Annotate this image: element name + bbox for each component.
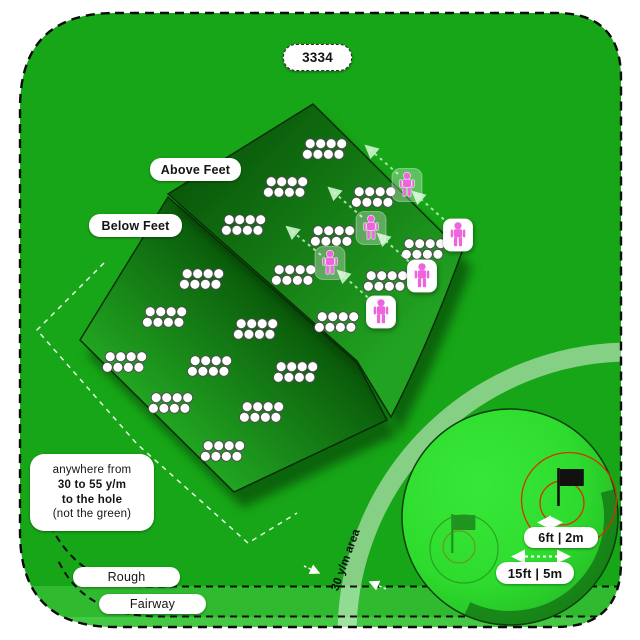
golf-ball-cluster (147, 392, 194, 414)
golf-ball-cluster (199, 440, 246, 462)
movement-arrow (336, 269, 374, 303)
golf-ball-cluster (101, 351, 148, 373)
golf-ball-cluster (272, 361, 319, 383)
person-icon (399, 171, 415, 197)
movement-arrow (376, 232, 415, 267)
fairway-label: Fairway (99, 594, 206, 614)
golf-ball-cluster (362, 270, 409, 292)
movement-arrow (411, 190, 450, 225)
golf-ball-cluster (178, 268, 225, 290)
person-icon (414, 263, 430, 288)
score-badge: 3334 (283, 44, 352, 71)
practice-green (401, 408, 619, 626)
person-icon (373, 299, 389, 324)
rough-label: Rough (73, 567, 180, 587)
inner-radius-label: 6ft | 2m (524, 527, 598, 548)
person-icon (363, 214, 379, 240)
above-feet-label: Above Feet (150, 158, 241, 181)
below-feet-label: Below Feet (89, 214, 182, 237)
golf-ball-cluster (232, 318, 279, 340)
outer-radius-label: 15ft | 5m (496, 562, 574, 584)
ghost-target (429, 514, 499, 584)
ghost-inner-radius-circle (442, 530, 476, 564)
ghost-player-marker (391, 168, 423, 202)
movement-arrow (364, 144, 399, 175)
ghost-outer-radius-circle (429, 514, 499, 584)
player-marker (365, 295, 397, 329)
movement-arrow (285, 225, 322, 256)
fairway-strip (20, 617, 621, 627)
golf-ball-cluster (238, 401, 285, 423)
player-marker (406, 259, 438, 293)
golf-ball-cluster (313, 311, 360, 333)
ghost-pin-flag-icon (451, 514, 476, 553)
green-upper-tier (166, 103, 463, 419)
golf-ball-cluster (350, 186, 397, 208)
ghost-player-marker (355, 211, 387, 245)
golf-ball-cluster (270, 264, 317, 286)
pin-flag-icon (557, 468, 584, 506)
note-line: (not the green) (52, 508, 132, 521)
green-lower-tier (79, 195, 388, 493)
player-marker (442, 218, 474, 252)
note-line: to the hole (61, 493, 123, 506)
person-icon (322, 249, 338, 275)
distance-note: anywhere from 30 to 55 y/m to the hole (… (30, 454, 154, 531)
ghost-player-marker (314, 246, 346, 280)
golf-ball-cluster (141, 306, 188, 328)
movement-arrow (327, 186, 363, 218)
golf-ball-cluster (309, 225, 356, 247)
drop-zone-outline (35, 262, 298, 544)
golf-ball-cluster (262, 176, 309, 198)
golf-ball-cluster (186, 355, 233, 377)
person-icon (450, 222, 466, 247)
golf-ball-cluster (220, 214, 267, 236)
note-line: 30 to 55 y/m (57, 478, 127, 491)
note-line: anywhere from (52, 464, 132, 477)
golf-ball-cluster (301, 138, 348, 160)
